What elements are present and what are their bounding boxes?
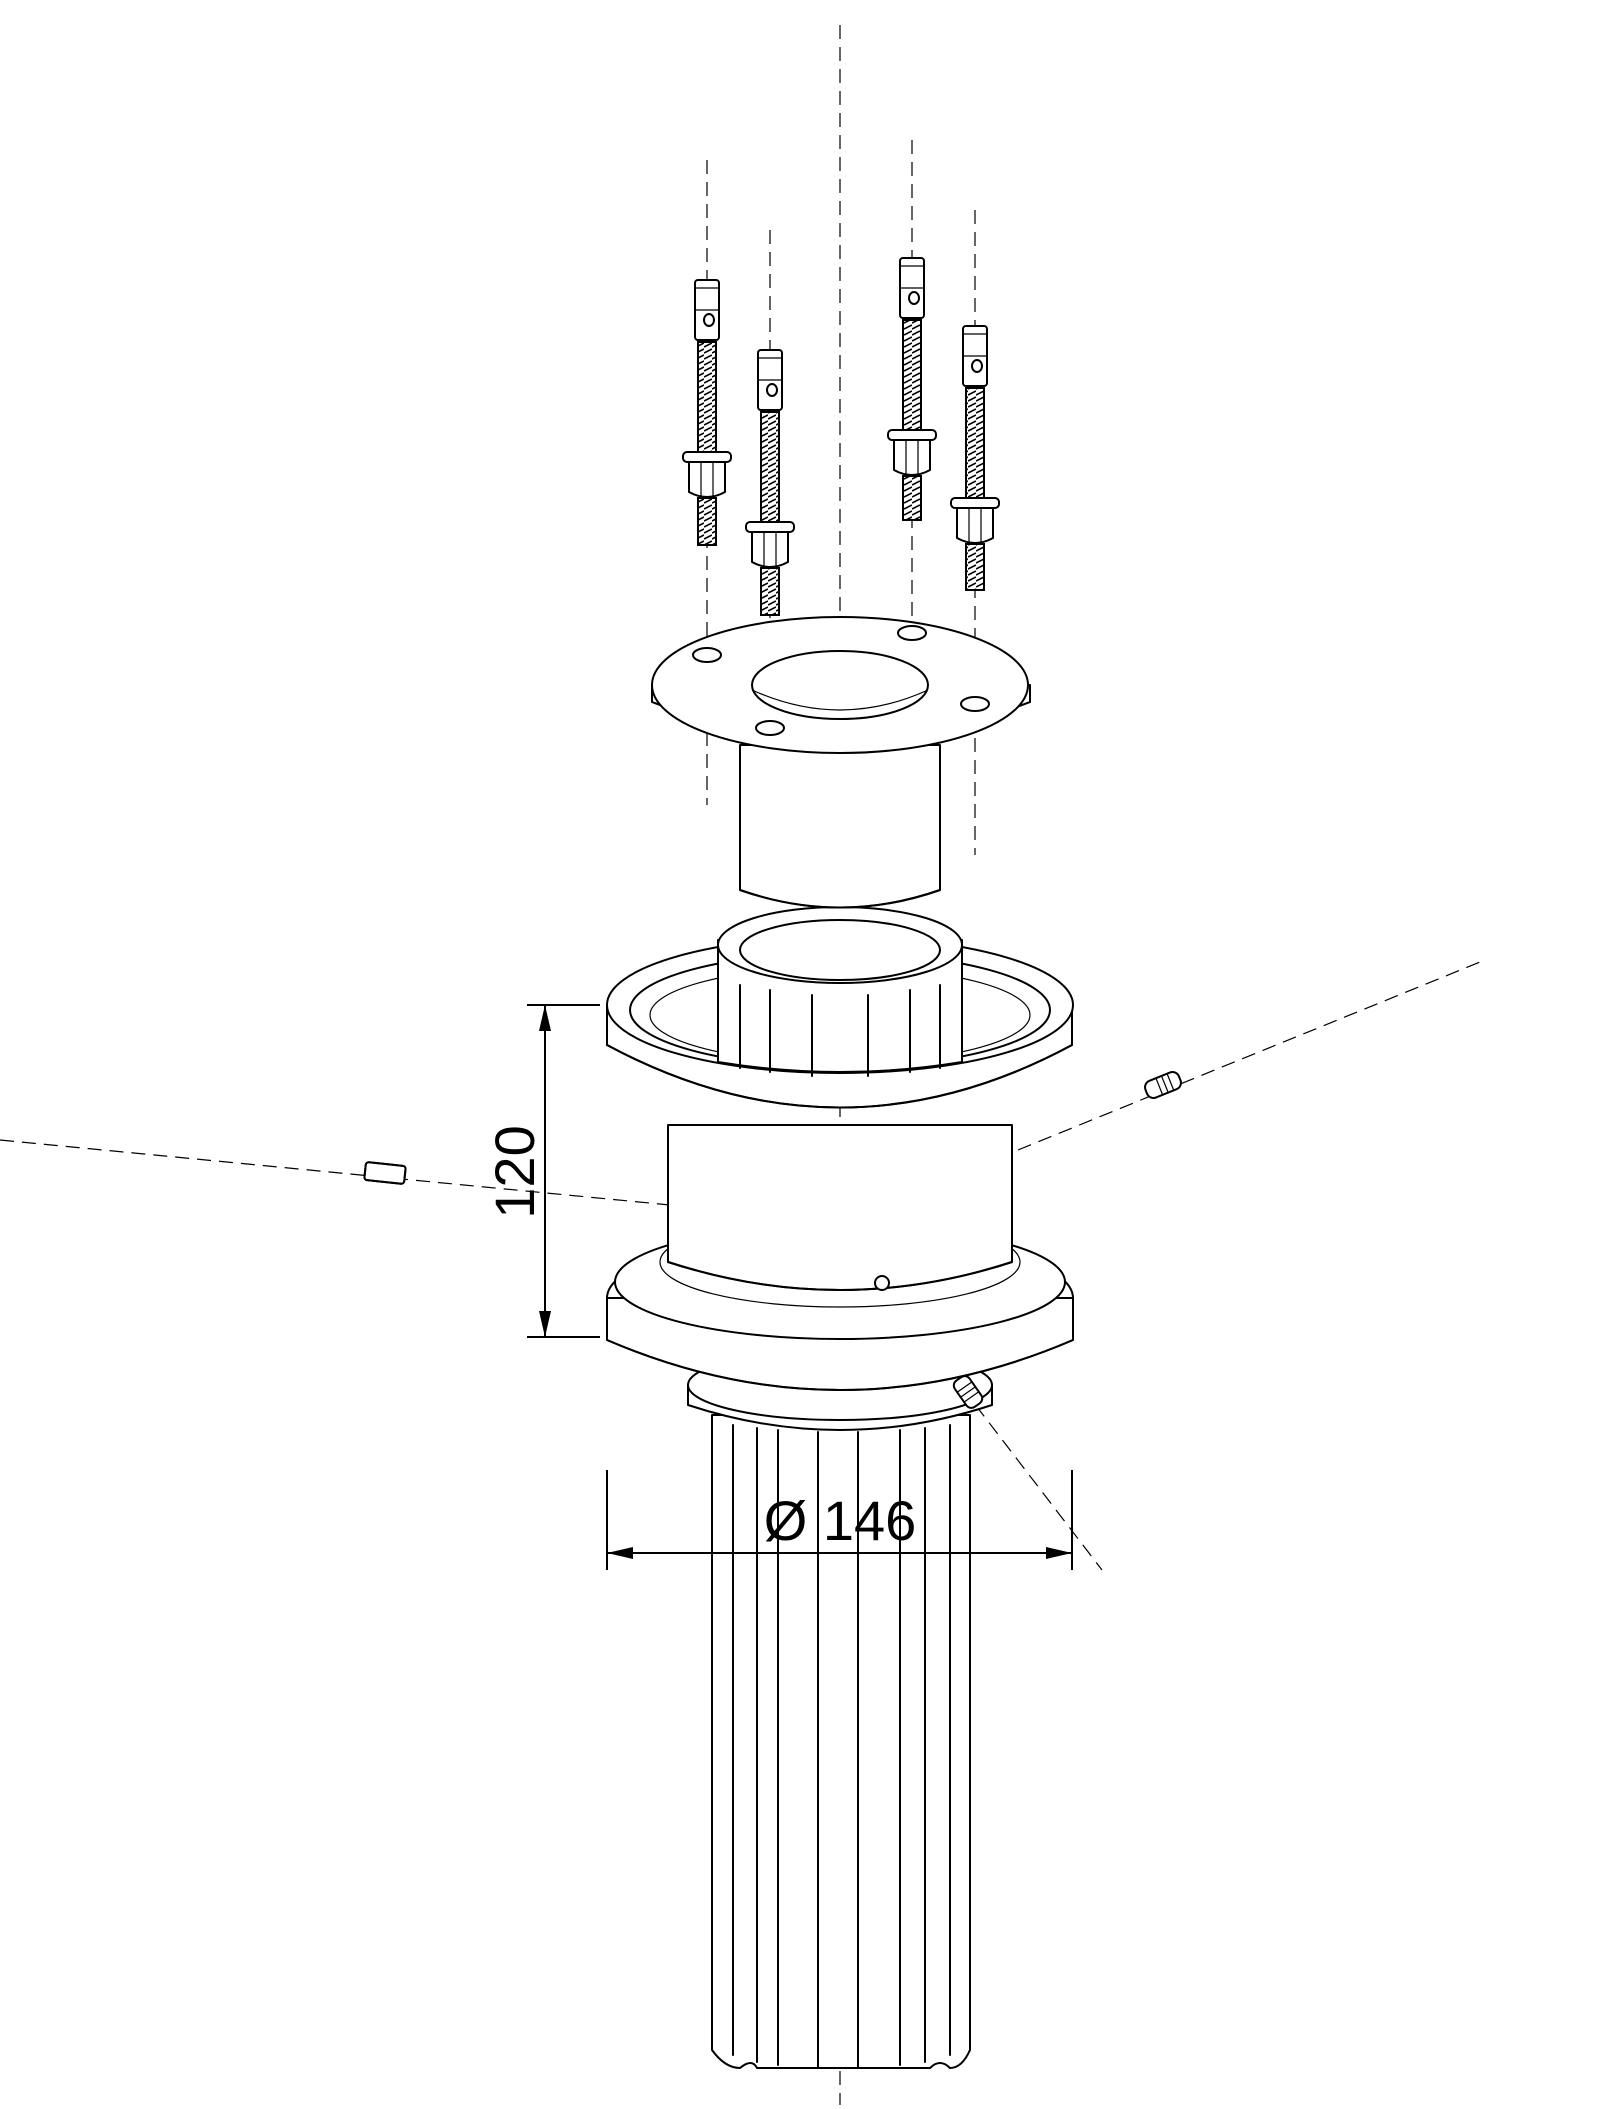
set-screw-front [952, 1375, 984, 1409]
spigot-tube [739, 744, 941, 909]
dimension-height: 120 [483, 1004, 600, 1338]
set-screw-hole [874, 1275, 890, 1291]
anchor-bolt-4 [950, 325, 1000, 591]
flange-plate [651, 616, 1031, 754]
anchor-bolts [682, 257, 1000, 616]
set-screw-axis-right [1017, 959, 1486, 1151]
set-screw-right [1144, 1071, 1182, 1099]
fluted-post [711, 1414, 971, 2069]
dimension-diameter-label: Ø 146 [764, 1489, 917, 1552]
flange-bolt-hole-4 [960, 696, 990, 712]
middle-cylinder [667, 1124, 1013, 1291]
anchor-bolt-3 [887, 257, 937, 521]
flange-bolt-hole-1 [692, 647, 722, 663]
dimension-height-label: 120 [483, 1125, 546, 1218]
set-screw-axis-front [881, 1282, 1103, 1571]
flange-bolt-hole-2 [755, 720, 785, 736]
inner-fluted-sleeve [717, 906, 963, 1077]
set-screw-left [363, 1161, 407, 1185]
dimension-diameter: Ø 146 [606, 1470, 1073, 1570]
anchor-bolt-2 [745, 349, 795, 616]
flange-bolt-hole-3 [897, 625, 927, 641]
set-screw-axis-left [0, 1139, 671, 1206]
anchor-bolt-1 [682, 279, 732, 546]
